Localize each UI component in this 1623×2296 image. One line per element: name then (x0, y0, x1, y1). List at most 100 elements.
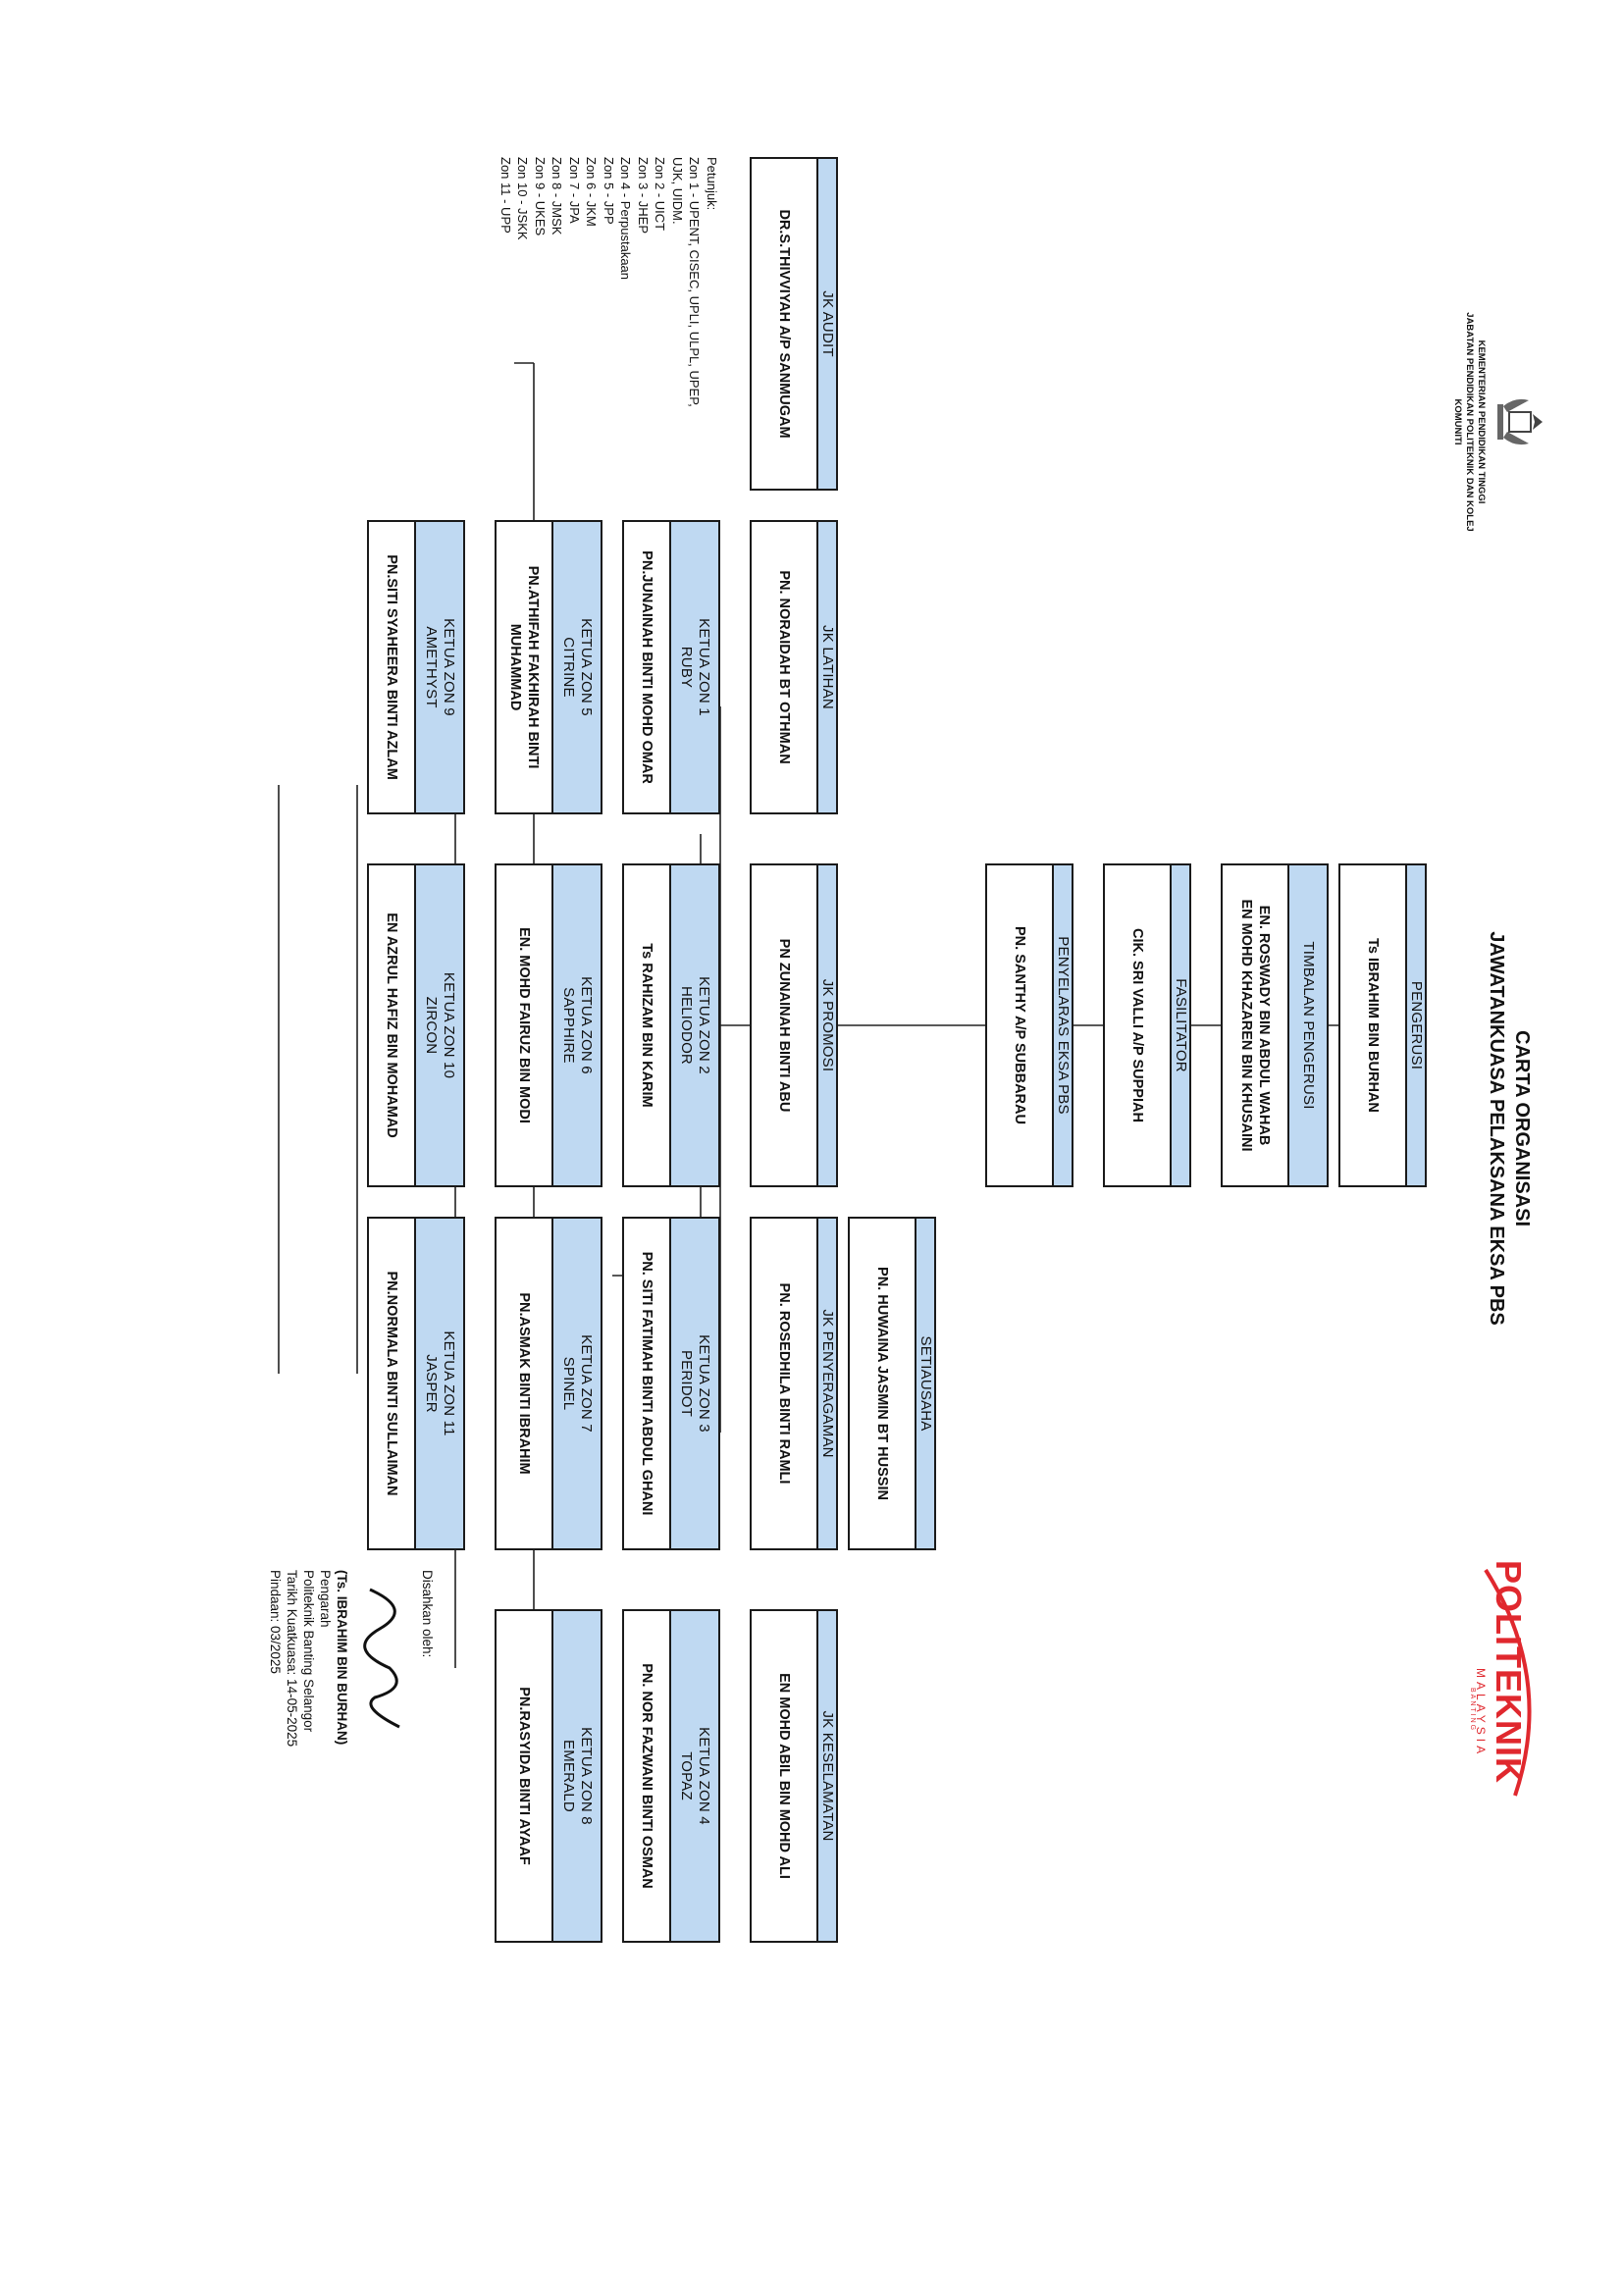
timbalan-title: TIMBALAN PENGERUSI (1287, 865, 1327, 1185)
zon1-title-1: KETUA ZON 1 (696, 618, 712, 716)
zon7-title-1: KETUA ZON 7 (578, 1334, 595, 1433)
legend: Petunjuk: Zon 1 - UPENT, CISEC, UPLI, UL… (497, 157, 721, 510)
setiausaha-box: SETIAUSAHA PN. HUWAINA JASMIN BT HUSSIN (848, 1217, 936, 1550)
jk-promosi-name: PN ZUNAINAH BINTI ABU (776, 938, 792, 1113)
timbalan-names: EN. ROSWADY BIN ABDUL WAHAB EN MOHD KHAZ… (1223, 865, 1287, 1185)
jk-audit-title: JK AUDIT (816, 159, 836, 489)
jk-audit-box: JK AUDIT DR.S.THIVVIYAH A/P SANMUGAM (750, 157, 838, 491)
zon7-box: KETUA ZON 7 SPINEL PN.ASMAK BINTI IBRAHI… (495, 1217, 602, 1550)
jk-keselamatan-title: JK KESELAMATAN (816, 1611, 836, 1941)
legend-line-7: Zon 6 - JKM (584, 157, 600, 227)
zon6-name: EN. MOHD FAIRUZ BIN MODI (516, 927, 532, 1123)
zon10-title-1: KETUA ZON 10 (441, 971, 457, 1079)
legend-line-2: UJK, UIDM. (670, 157, 685, 225)
zon8-box: KETUA ZON 8 EMERALD PN.RASYIDA BINTI AYA… (495, 1609, 602, 1943)
zon1-title: KETUA ZON 1 RUBY (669, 522, 718, 812)
zon9-name: PN.SITI SYAHEERA BINTI AZLAM (384, 554, 399, 780)
title-line-1: CARTA ORGANISASI (1511, 1030, 1533, 1226)
zon11-name: PN.NORMALA BINTI SULLAIMAN (384, 1271, 399, 1496)
signature-icon (363, 1588, 400, 1729)
legend-line-1: Zon 1 - UPENT, CISEC, UPLI, ULPL, UPEP, (687, 157, 703, 407)
setiausaha-name: PN. HUWAINA JASMIN BT HUSSIN (874, 1267, 890, 1500)
effective-date: Tarikh Kuatkuasa: 14-05-2025 (285, 1570, 299, 1748)
zon3-title-1: KETUA ZON 3 (696, 1334, 712, 1433)
zon10-title-2: ZIRCON (423, 996, 440, 1055)
zon5-title-2: CITRINE (560, 637, 577, 698)
pengerusi-title: PENGERUSI (1405, 865, 1425, 1185)
zon3-title: KETUA ZON 3 PERIDOT (669, 1219, 718, 1548)
logo-main: POLITEKNIK (1489, 1560, 1529, 1785)
fasilitator-box: FASILITATOR CIK. SRI VALLI A/P SUPPIAH (1103, 863, 1191, 1187)
zon4-name: PN. NOR FAZWANI BINTI OSMAN (639, 1663, 654, 1889)
zon9-title-2: AMETHYST (423, 626, 440, 708)
zon2-title: KETUA ZON 2 HELIODOR (669, 865, 718, 1185)
penyelaras-box: PENYELARAS EKSA PBS PN. SANTHY A/P SUBBA… (985, 863, 1073, 1187)
approval-label: Disahkan oleh: (420, 1570, 435, 1658)
zon11-title-2: JASPER (423, 1354, 440, 1413)
fasilitator-name: CIK. SRI VALLI A/P SUPPIAH (1129, 928, 1145, 1122)
pengerusi-name: Ts IBRAHIM BIN BURHAN (1365, 938, 1381, 1113)
timbalan-name-1: EN. ROSWADY BIN ABDUL WAHAB (1256, 905, 1272, 1146)
zon4-title-2: TOPAZ (678, 1751, 695, 1800)
zon5-title: KETUA ZON 5 CITRINE (551, 522, 601, 812)
zon1-title-2: RUBY (678, 646, 695, 689)
logo-sub: MALAYSIA (1474, 1668, 1488, 1758)
zon5-name-1: PN.ATHIFAH FAKHIRAH BINTI (525, 565, 541, 769)
approver-org: Politeknik Banting Selangor (301, 1570, 316, 1733)
jk-latihan-title: JK LATIHAN (816, 522, 836, 812)
jk-latihan-name: PN. NORAIDAH BT OTHMAN (776, 570, 792, 764)
zon5-title-1: KETUA ZON 5 (578, 618, 595, 716)
zon10-box: KETUA ZON 10 ZIRCON EN AZRUL HAFIZ BIN M… (367, 863, 465, 1187)
approval-block: Disahkan oleh: (Ts. IBRAHIM BIN BURHAN) … (267, 1570, 436, 1864)
zon6-title-2: SAPPHIRE (560, 987, 577, 1064)
jk-promosi-box: JK PROMOSI PN ZUNAINAH BINTI ABU (750, 863, 838, 1187)
zon10-name: EN AZRUL HAFIZ BIN MOHAMAD (384, 913, 399, 1138)
chart-title: CARTA ORGANISASI JAWATANKUASA PELAKSANA … (1484, 834, 1535, 1423)
zon6-box: KETUA ZON 6 SAPPHIRE EN. MOHD FAIRUZ BIN… (495, 863, 602, 1187)
ministry-name: KEMENTERIAN PENDIDIKAN TINGGI (1476, 339, 1487, 504)
zon7-name: PN.ASMAK BINTI IBRAHIM (516, 1292, 532, 1475)
logo-campus: BANTING (1469, 1688, 1476, 1733)
zon1-box: KETUA ZON 1 RUBY PN.JUNAINAH BINTI MOHD … (622, 520, 720, 814)
pengerusi-box: PENGERUSI Ts IBRAHIM BIN BURHAN (1338, 863, 1427, 1187)
zon5-box: KETUA ZON 5 CITRINE PN.ATHIFAH FAKHIRAH … (495, 520, 602, 814)
signature (350, 1570, 419, 1864)
zon3-name: PN. SITI FATIMAH BINTI ABDUL GHANI (639, 1251, 654, 1516)
zon8-name: PN.RASYIDA BINTI AYAAF (516, 1687, 532, 1865)
legend-line-9: Zon 8 - JMSK (550, 157, 565, 235)
revision-number: Pindaan: 03/2025 (268, 1570, 283, 1674)
zon11-title: KETUA ZON 11 JASPER (414, 1219, 463, 1548)
legend-line-12: Zon 11 - UPP (498, 157, 513, 234)
legend-line-5: Zon 4 - Perpustakaan (618, 157, 634, 281)
jk-promosi-title: JK PROMOSI (816, 865, 836, 1185)
setiausaha-title: SETIAUSAHA (915, 1219, 934, 1548)
politeknik-logo-icon (1484, 1568, 1532, 1797)
jk-latihan-box: JK LATIHAN PN. NORAIDAH BT OTHMAN (750, 520, 838, 814)
coat-of-arms-icon (1497, 398, 1543, 445)
title-line-2: JAWATANKUASA PELAKSANA EKSA PBS (1486, 931, 1507, 1326)
politeknik-logo: POLITEKNIK MALAYSIA BANTING (1466, 1550, 1544, 1805)
legend-line-4: Zon 3 - JHEP (636, 157, 651, 235)
zon6-title-1: KETUA ZON 6 (578, 976, 595, 1074)
zon8-title-2: EMERALD (560, 1740, 577, 1812)
jk-audit-name: DR.S.THIVVIYAH A/P SANMUGAM (776, 209, 792, 439)
zon4-title-1: KETUA ZON 4 (696, 1727, 712, 1825)
penyelaras-name: PN. SANTHY A/P SUBBARAU (1012, 926, 1027, 1124)
jk-penyeragaman-box: JK PENYERAGAMAN PN. ROSEDHILA BINTI RAML… (750, 1217, 838, 1550)
approver-position: Pengarah (318, 1570, 333, 1628)
zon1-name: PN.JUNAINAH BINTI MOHD OMAR (639, 550, 654, 784)
zon3-box: KETUA ZON 3 PERIDOT PN. SITI FATIMAH BIN… (622, 1217, 720, 1550)
penyelaras-title: PENYELARAS EKSA PBS (1052, 865, 1072, 1185)
timbalan-box: TIMBALAN PENGERUSI EN. ROSWADY BIN ABDUL… (1221, 863, 1329, 1187)
legend-line-10: Zon 9 - UKES (533, 157, 548, 236)
approver-name: (Ts. IBRAHIM BIN BURHAN) (335, 1570, 349, 1746)
zon7-title: KETUA ZON 7 SPINEL (551, 1219, 601, 1548)
zon4-box: KETUA ZON 4 TOPAZ PN. NOR FAZWANI BINTI … (622, 1609, 720, 1943)
jk-penyeragaman-title: JK PENYERAGAMAN (816, 1219, 836, 1548)
fasilitator-title: FASILITATOR (1170, 865, 1189, 1185)
legend-line-8: Zon 7 - JPA (567, 157, 582, 224)
legend-line-6: Zon 5 - JPP (602, 157, 616, 225)
zon11-box: KETUA ZON 11 JASPER PN.NORMALA BINTI SUL… (367, 1217, 465, 1550)
